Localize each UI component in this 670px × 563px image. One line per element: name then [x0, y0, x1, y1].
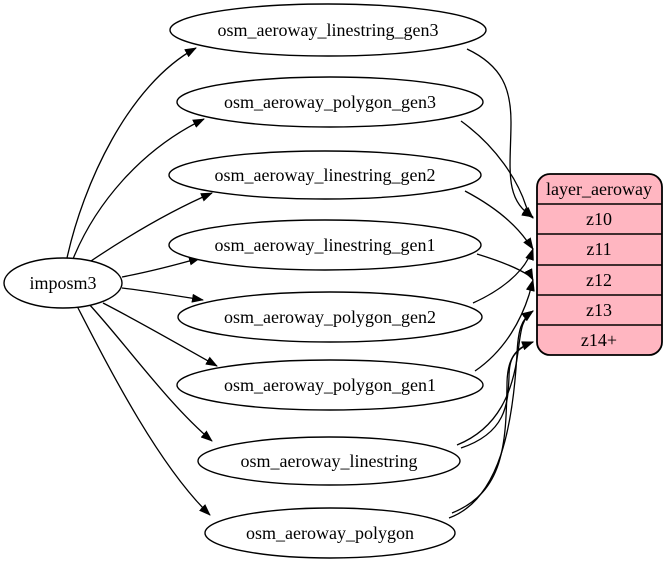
zoom-row-z11: z11 — [586, 239, 611, 259]
table-node-label: osm_aeroway_polygon_gen2 — [224, 307, 436, 327]
table-node-shape — [168, 219, 482, 271]
zoom-row-z10: z10 — [586, 209, 612, 229]
edge-polygon-gen1-to-z12 — [474, 279, 535, 372]
edge-imposm3-to-polygon — [76, 305, 211, 516]
table-node-label: osm_aeroway_polygon_gen3 — [224, 92, 436, 112]
edge-linestring-gen1-to-z12 — [476, 253, 534, 281]
edge-polygon-gen2-to-z11 — [472, 248, 534, 304]
edge-imposm3-to-linestring-gen2 — [87, 192, 213, 264]
layer-title: layer_aeroway — [546, 179, 652, 199]
table-node-shape — [176, 359, 484, 411]
edge-polygon-to-z13 — [448, 310, 534, 519]
edge-polygon-to-z14plus — [451, 341, 534, 514]
table-node-label: osm_aeroway_linestring_gen3 — [218, 20, 439, 40]
table-node-osm-aeroway-polygon-gen2: osm_aeroway_polygon_gen2 — [177, 291, 483, 343]
table-node-label: osm_aeroway_linestring — [241, 451, 418, 471]
table-node-label: osm_aeroway_polygon_gen1 — [224, 375, 436, 395]
table-node-osm-aeroway-linestring-gen2: osm_aeroway_linestring_gen2 — [168, 150, 482, 200]
source-node-imposm3: imposm3 — [3, 257, 123, 309]
table-node-osm-aeroway-polygon-gen1: osm_aeroway_polygon_gen1 — [176, 359, 484, 411]
source-node-label: imposm3 — [29, 273, 96, 293]
edge-imposm3-to-linestring-gen1 — [121, 256, 201, 278]
table-node-osm-aeroway-linestring: osm_aeroway_linestring — [197, 436, 461, 486]
table-node-label: osm_aeroway_polygon — [246, 523, 414, 543]
table-node-shape — [204, 507, 456, 559]
table-node-label: osm_aeroway_linestring_gen2 — [215, 165, 436, 185]
edge-polygon-gen3-to-z10 — [460, 120, 534, 219]
source-node-shape — [3, 257, 123, 309]
edge-imposm3-to-polygon-gen1 — [102, 302, 218, 367]
table-node-shape — [169, 3, 487, 57]
edge-imposm3-to-polygon-gen3 — [72, 118, 205, 260]
edge-imposm3-to-polygon-gen2 — [121, 287, 204, 303]
table-node-shape — [177, 291, 483, 343]
table-node-shape — [176, 76, 484, 128]
edge-group — [66, 47, 535, 519]
table-node-shape — [197, 436, 461, 486]
table-node-osm-aeroway-polygon-gen3: osm_aeroway_polygon_gen3 — [176, 76, 484, 128]
table-node-osm-aeroway-linestring-gen3: osm_aeroway_linestring_gen3 — [169, 3, 487, 57]
layer-record-node: layer_aeroway z10 z11 z12 z13 z14+ — [536, 173, 663, 356]
edge-imposm3-to-linestring-gen3 — [66, 47, 197, 259]
table-node-shape — [168, 150, 482, 200]
zoom-row-z13: z13 — [586, 300, 612, 320]
table-node-label: osm_aeroway_linestring_gen1 — [215, 235, 436, 255]
edge-linestring-gen2-to-z11 — [464, 190, 534, 250]
zoom-row-z12: z12 — [586, 270, 612, 290]
edge-imposm3-to-linestring — [87, 302, 213, 442]
table-node-osm-aeroway-linestring-gen1: osm_aeroway_linestring_gen1 — [168, 219, 482, 271]
zoom-row-z14plus: z14+ — [581, 330, 617, 350]
table-node-osm-aeroway-polygon: osm_aeroway_polygon — [204, 507, 456, 559]
edge-linestring-gen3-to-z10 — [466, 48, 534, 218]
